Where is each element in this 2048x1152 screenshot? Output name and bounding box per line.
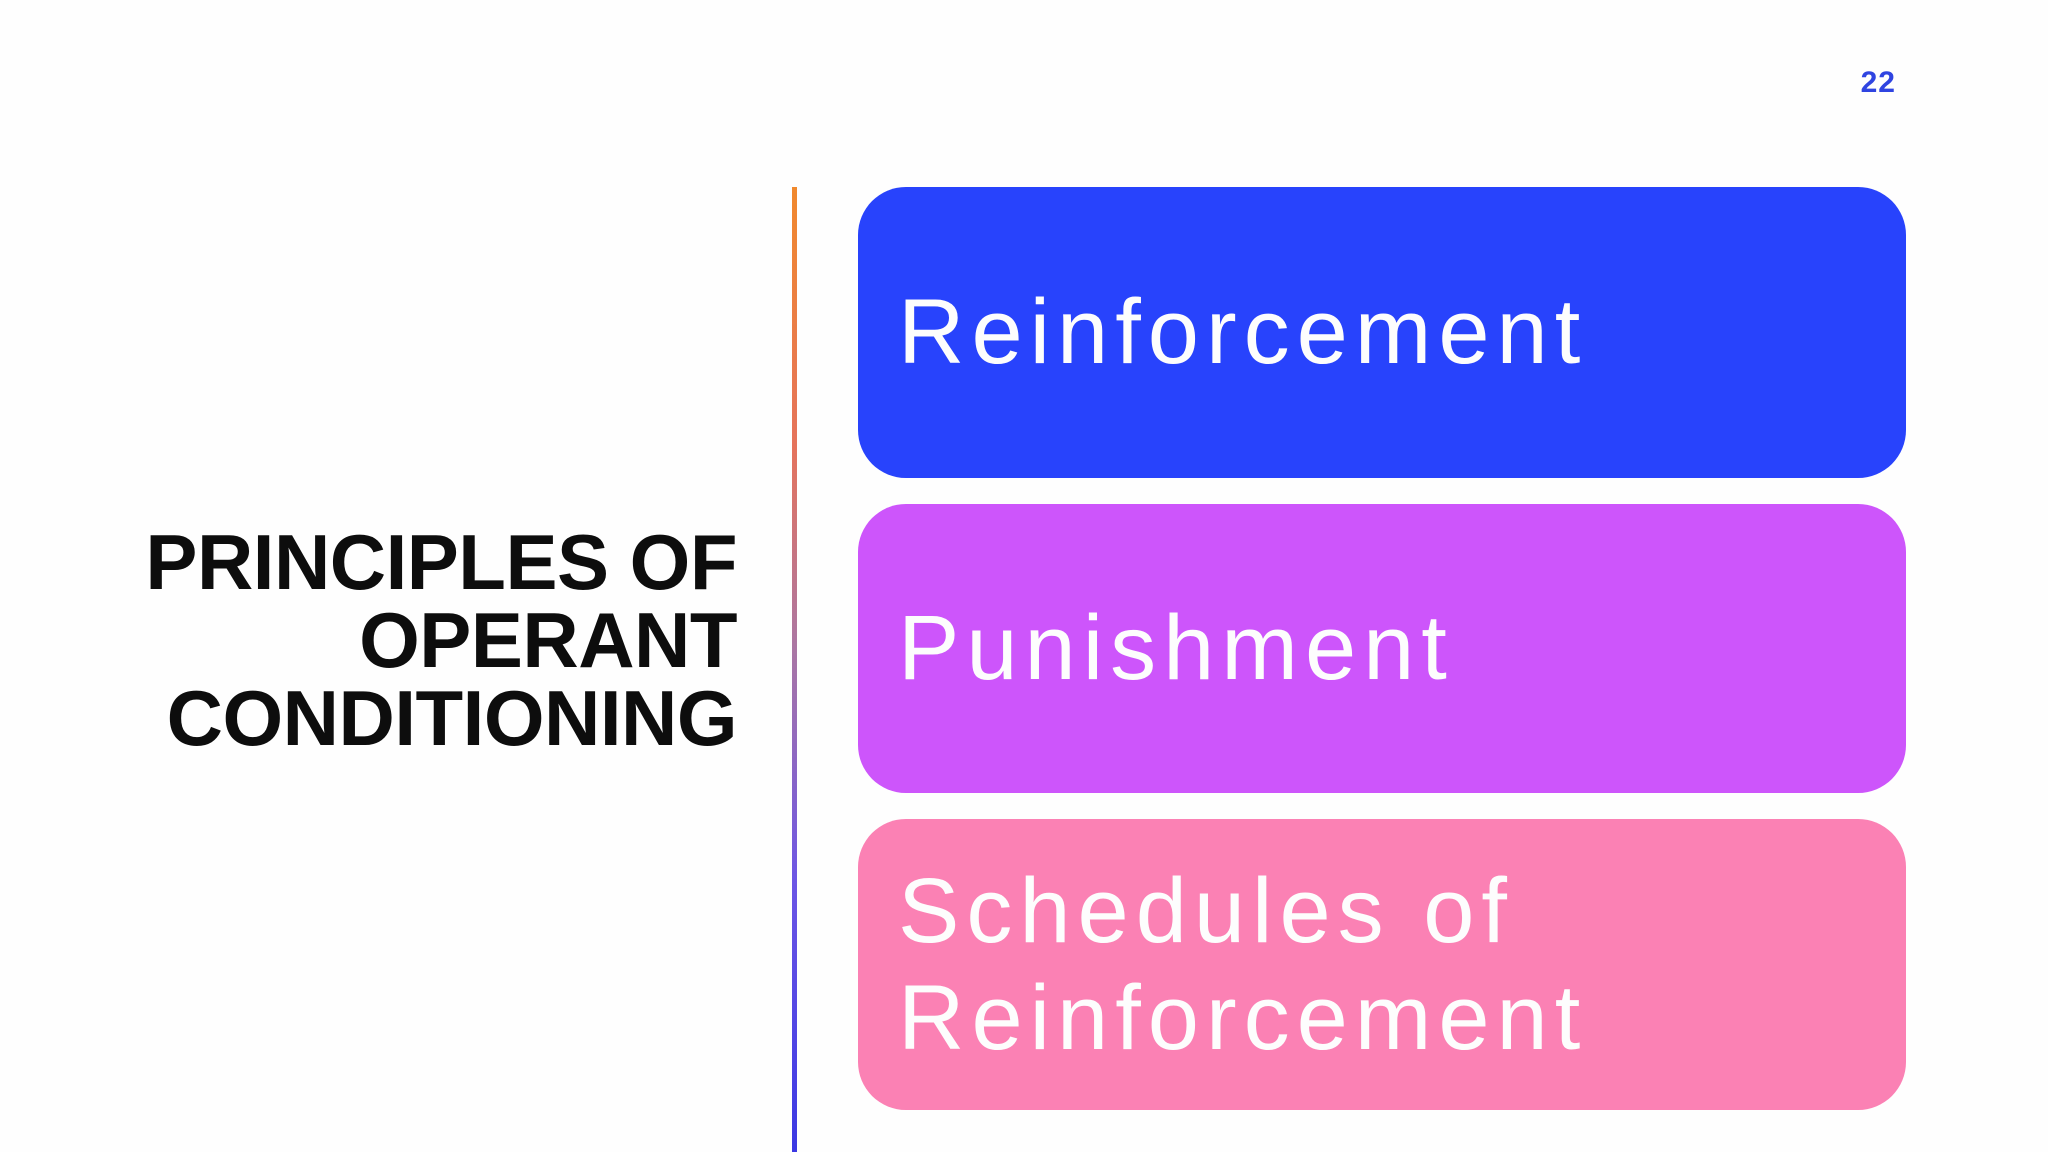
principle-box-list: Reinforcement Punishment Schedules of Re… [858, 187, 1906, 1110]
principle-box-label: Reinforcement [898, 281, 1588, 384]
gradient-divider-line [792, 187, 797, 1152]
principle-box-schedules-of-reinforcement: Schedules of Reinforcement [858, 819, 1906, 1110]
slide-title-line-1: PRINCIPLES OF [145, 518, 737, 606]
principle-box-punishment: Punishment [858, 504, 1906, 793]
principle-box-label: Punishment [898, 597, 1454, 700]
slide-title-line-2: OPERANT [359, 596, 737, 684]
slide-page-number: 22 [1860, 66, 1896, 99]
slide-title: PRINCIPLES OF OPERANT CONDITIONING [120, 523, 737, 757]
principle-box-reinforcement: Reinforcement [858, 187, 1906, 478]
slide-title-line-3: CONDITIONING [166, 674, 738, 762]
principle-box-label: Schedules of Reinforcement [898, 859, 1588, 1069]
